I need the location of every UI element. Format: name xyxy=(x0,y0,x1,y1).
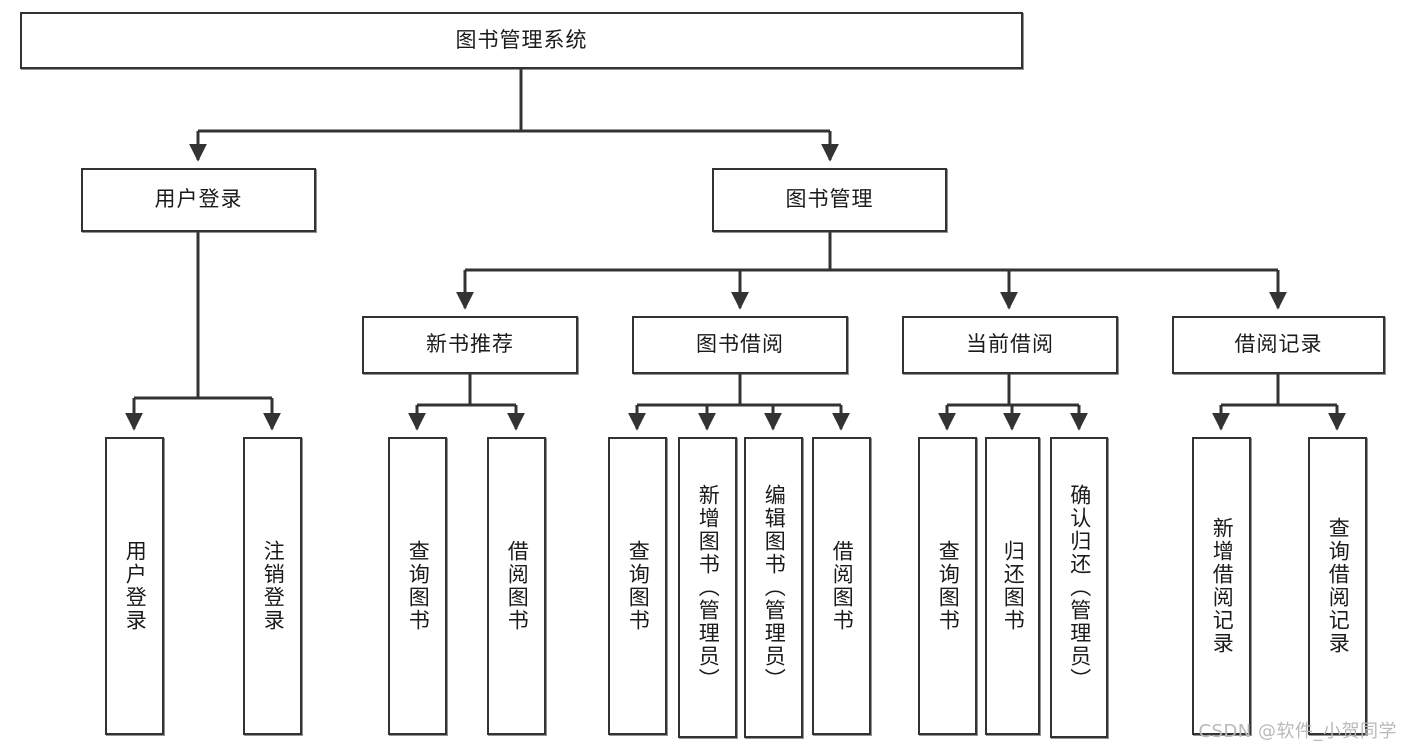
node-borrow-record-label: 借阅记录 xyxy=(1234,332,1323,357)
leaf-borrow-book-recommend[interactable]: 借阅图书 xyxy=(487,437,546,735)
node-book-management[interactable]: 图书管理 xyxy=(712,168,947,232)
leaf-confirm-return-admin-label: 确认归还（管理员） xyxy=(1067,484,1092,691)
leaf-add-book-admin-label: 新增图书（管理员） xyxy=(696,484,721,691)
node-book-borrow-label: 图书借阅 xyxy=(696,332,784,357)
leaf-query-book-recommend-label: 查询图书 xyxy=(406,540,431,632)
node-book-borrow[interactable]: 图书借阅 xyxy=(632,316,848,374)
node-current-borrow-label: 当前借阅 xyxy=(966,332,1054,357)
leaf-query-book-current-label: 查询图书 xyxy=(936,540,961,632)
node-current-borrow[interactable]: 当前借阅 xyxy=(902,316,1118,374)
node-root[interactable]: 图书管理系统 xyxy=(20,12,1023,69)
node-user-login[interactable]: 用户登录 xyxy=(81,168,316,232)
leaf-logout-label: 注销登录 xyxy=(261,540,286,632)
leaf-edit-book-admin[interactable]: 编辑图书（管理员） xyxy=(744,437,803,738)
leaf-lend-book-label: 借阅图书 xyxy=(830,540,855,632)
leaf-borrow-book-recommend-label: 借阅图书 xyxy=(505,540,530,632)
leaf-query-book-current[interactable]: 查询图书 xyxy=(918,437,977,735)
leaf-query-borrow-record[interactable]: 查询借阅记录 xyxy=(1308,437,1367,735)
leaf-user-login[interactable]: 用户登录 xyxy=(105,437,164,735)
leaf-query-book-borrow-label: 查询图书 xyxy=(626,540,651,632)
node-root-label: 图书管理系统 xyxy=(455,27,588,52)
node-new-book-recommend[interactable]: 新书推荐 xyxy=(362,316,578,374)
leaf-edit-book-admin-label: 编辑图书（管理员） xyxy=(762,484,787,691)
leaf-return-book-label: 归还图书 xyxy=(1001,540,1026,632)
node-book-management-label: 图书管理 xyxy=(785,187,874,212)
csdn-watermark: CSDN @软件_小贺同学 xyxy=(1198,721,1397,742)
leaf-lend-book[interactable]: 借阅图书 xyxy=(812,437,871,735)
leaf-add-book-admin[interactable]: 新增图书（管理员） xyxy=(678,437,737,738)
leaf-add-borrow-record[interactable]: 新增借阅记录 xyxy=(1192,437,1251,735)
leaf-return-book[interactable]: 归还图书 xyxy=(985,437,1040,735)
leaf-add-borrow-record-label: 新增借阅记录 xyxy=(1210,517,1235,655)
leaf-query-book-borrow[interactable]: 查询图书 xyxy=(608,437,667,735)
leaf-query-borrow-record-label: 查询借阅记录 xyxy=(1326,517,1351,655)
leaf-logout[interactable]: 注销登录 xyxy=(243,437,302,735)
leaf-user-login-label: 用户登录 xyxy=(123,540,148,632)
node-new-book-recommend-label: 新书推荐 xyxy=(426,332,514,357)
node-borrow-record[interactable]: 借阅记录 xyxy=(1172,316,1385,374)
leaf-confirm-return-admin[interactable]: 确认归还（管理员） xyxy=(1050,437,1108,738)
leaf-query-book-recommend[interactable]: 查询图书 xyxy=(388,437,447,735)
node-user-login-label: 用户登录 xyxy=(154,187,243,212)
